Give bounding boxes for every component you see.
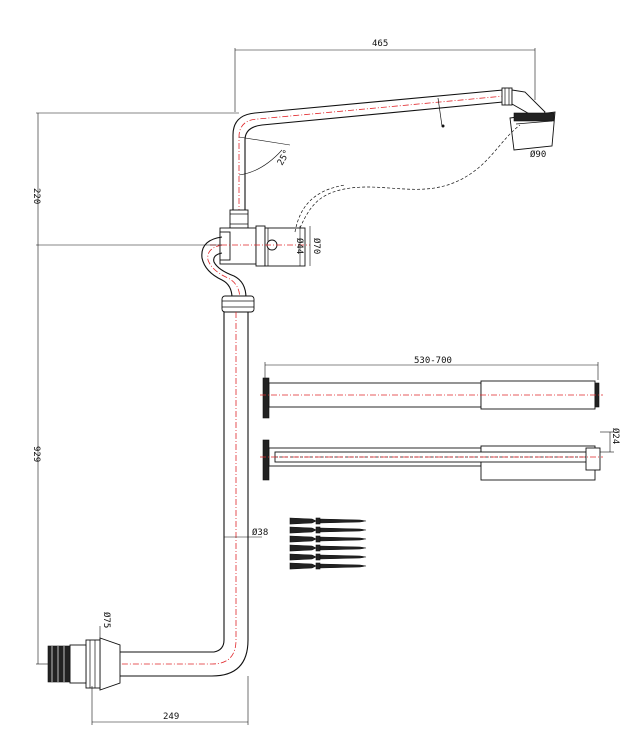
wall-plug-icon (289, 562, 317, 570)
screw-head-icon (315, 517, 321, 525)
valve-body (219, 225, 306, 267)
dim-bottom-offset: 249 (163, 712, 179, 722)
rail-top-view: 530-700 (260, 356, 603, 419)
wall-plug-icon (289, 526, 317, 534)
riser-pipe-inner (120, 312, 249, 677)
arm-dot (441, 124, 445, 128)
shower-head-line (515, 120, 553, 125)
wall-plug-icon (289, 553, 317, 561)
inlet-fitting (47, 637, 121, 691)
shower-arm-outline (232, 89, 504, 210)
inlet-thread (47, 645, 71, 683)
dim-inlet-diameter: Ø75 (101, 612, 112, 628)
dim-vertical-upper: 220 (31, 188, 41, 204)
dim-pipe-diameter: Ø38 (252, 527, 268, 538)
screw-icon (319, 536, 367, 542)
screw-head-icon (315, 562, 321, 570)
screw-icon (319, 554, 367, 560)
wall-plug-icon (289, 544, 317, 552)
rail-sec-end (585, 447, 601, 471)
dim-angle-ref (238, 136, 291, 146)
wall-plug-icon (289, 517, 317, 525)
screw-icon (319, 545, 367, 551)
arm-nut (501, 87, 513, 106)
screw-head-icon (315, 553, 321, 561)
dim-rail-depth: Ø24 (610, 428, 621, 444)
shower-arm-outline-inner (244, 101, 504, 210)
fixings (289, 517, 367, 570)
dimensions: 465 220 929 25° Ø90 Ø44 Ø70 Ø38 Ø75 249 (31, 39, 546, 725)
screw-icon (319, 518, 367, 524)
dim-head-diameter: Ø90 (530, 149, 546, 160)
riser-pipe-centerline (110, 312, 237, 665)
screw-icon (319, 563, 367, 569)
rail-sec-tube-inner (480, 445, 596, 481)
inlet-cone (99, 637, 121, 691)
valve-flange (255, 225, 266, 267)
shower-assembly (47, 87, 556, 691)
screw-head-icon (315, 535, 321, 543)
s-bend-centerline (207, 244, 241, 301)
shower-arm-centerline (238, 94, 516, 215)
s-bend (201, 236, 233, 299)
s-bend-inner (213, 252, 247, 299)
riser-coupler (229, 209, 249, 229)
rail-section-view: Ø24 (260, 428, 621, 481)
riser-pipe-outer (120, 312, 225, 653)
dim-valve-d2: Ø70 (311, 238, 322, 254)
inlet-nut (85, 639, 101, 689)
screw-head-icon (315, 544, 321, 552)
arm-tick (437, 97, 443, 127)
dim-angle: 25° (276, 148, 293, 167)
dim-valve-d1: Ø44 (294, 238, 305, 254)
valve-left-nut (219, 231, 231, 261)
rail-end-plate-left (262, 377, 270, 419)
dim-angle-arc (238, 149, 283, 176)
dim-vertical-lower: 929 (31, 446, 41, 462)
rail-sec-plate-left (262, 439, 270, 481)
screw-head-icon (315, 526, 321, 534)
lower-coupler (221, 295, 255, 313)
flexible-hose-inner (294, 184, 346, 233)
screw-icon (319, 527, 367, 533)
inlet-body (69, 644, 87, 684)
flexible-hose (299, 124, 521, 229)
dim-rail-length: 530-700 (414, 356, 452, 366)
dim-arm-length: 465 (372, 39, 388, 49)
shower-head-face (513, 112, 555, 122)
wall-plug-icon (289, 535, 317, 543)
